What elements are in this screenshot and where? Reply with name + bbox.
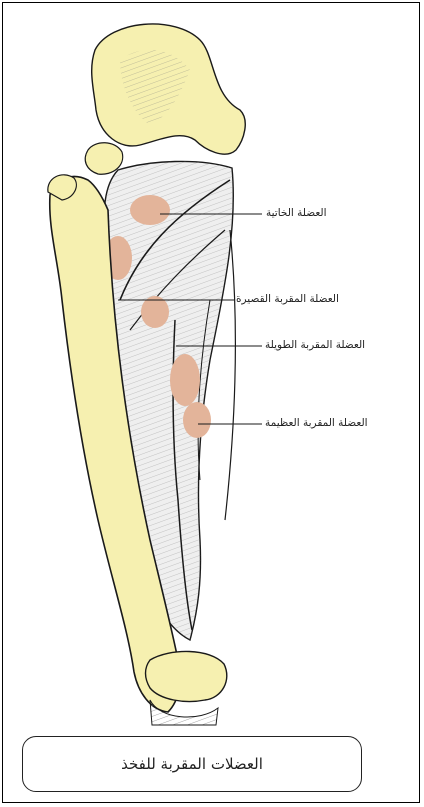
caption-text: العضلات المقربة للفخذ	[121, 755, 263, 773]
label-pectineus: العضلة الخاتية	[266, 207, 327, 219]
highlight-magnus-upper	[170, 354, 200, 406]
knee-bone	[146, 651, 227, 701]
caption-box: العضلات المقربة للفخذ	[22, 736, 362, 792]
ischium-bone	[85, 143, 122, 175]
highlight-longus	[141, 296, 169, 328]
label-adductor-magnus: العضلة المقربة العظيمة	[265, 417, 368, 429]
highlight-magnus-lower	[183, 402, 211, 438]
label-adductor-longus: العضلة المقربة الطويلة	[265, 339, 365, 351]
label-adductor-brevis: العضلة المقربة القصيرة	[236, 293, 339, 305]
highlight-pectineus	[130, 195, 170, 225]
